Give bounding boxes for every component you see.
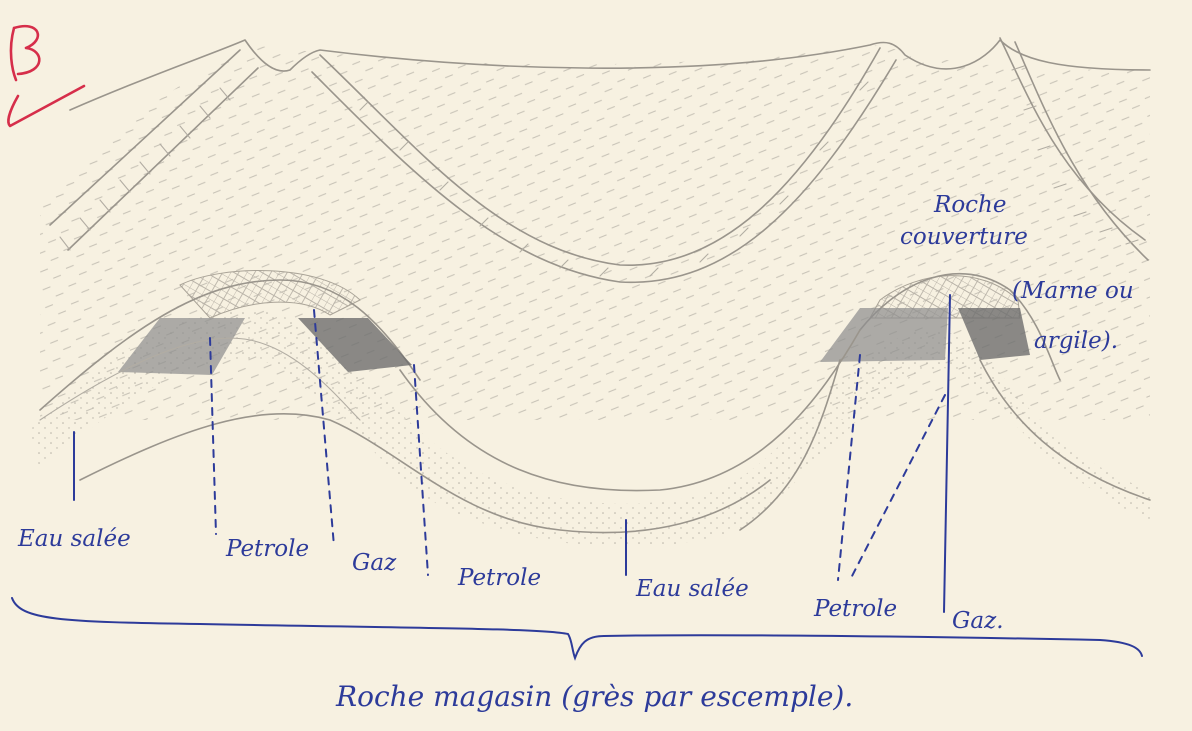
- label-petrole-1: Petrole: [225, 536, 309, 562]
- label-gaz-1: Gaz: [352, 550, 397, 576]
- indicator-petrole-3b: [850, 395, 945, 580]
- label-roche-couverture-line2: couverture: [900, 224, 1028, 250]
- corner-mark: [8, 26, 84, 126]
- label-roche-couverture-note-line1: (Marne ou: [1012, 278, 1134, 304]
- label-petrole-2: Petrole: [457, 565, 541, 591]
- label-roche-magasin: Roche magasin (grès par escemple).: [335, 680, 853, 713]
- label-gaz-2: Gaz.: [952, 608, 1004, 634]
- label-petrole-3: Petrole: [813, 596, 897, 622]
- label-roche-couverture-note-line2: argile).: [1034, 328, 1118, 354]
- label-eau-salee-center: Eau salée: [635, 576, 749, 602]
- label-roche-couverture-line1: Roche: [933, 192, 1006, 218]
- label-eau-salee-left: Eau salée: [17, 526, 131, 552]
